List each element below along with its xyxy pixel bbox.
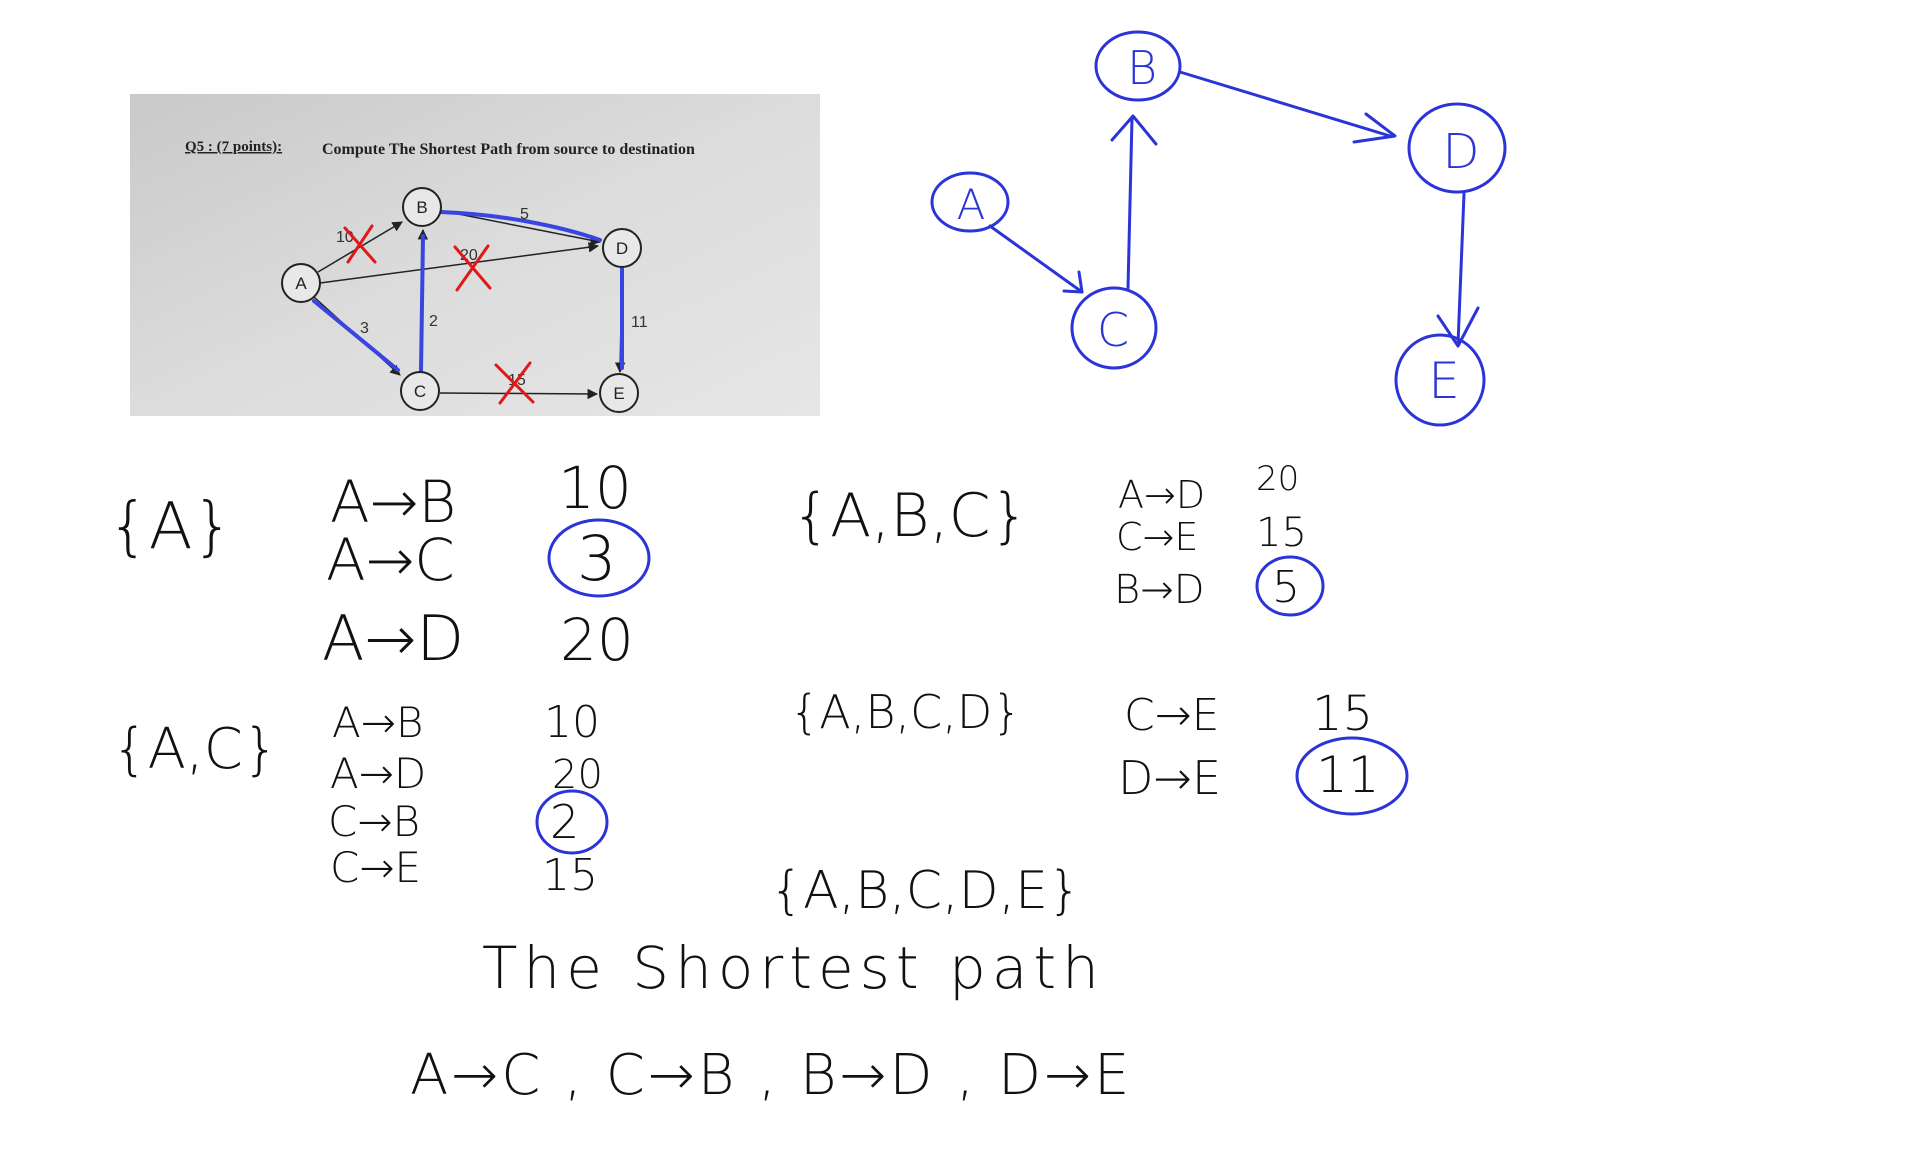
- drawn-node-a-label: A: [957, 180, 986, 229]
- step-2-row-1-edge: A→B: [332, 698, 423, 747]
- step-2-selected-circle: [535, 789, 609, 855]
- question-instruction: Compute The Shortest Path from source to…: [322, 141, 695, 158]
- step-2-row-3-cost: 2: [550, 795, 579, 849]
- step-1: {A} A→B 10 A→C 3 A→D 20: [108, 454, 651, 675]
- step-2-row-3-edge: C→B: [328, 797, 420, 846]
- drawn-node-b-circle: [1094, 30, 1182, 102]
- photo-weight-ac: 3: [360, 320, 369, 337]
- drawn-node-c-circle: [1070, 286, 1158, 370]
- photo-node-b: [402, 187, 442, 227]
- photo-weight-bd: 5: [520, 206, 529, 223]
- photo-node-e: [599, 373, 639, 413]
- step-4-selected-circle: [1295, 736, 1409, 816]
- step-4-row-1-cost: 15: [1312, 686, 1373, 742]
- photo-weight-de: 11: [631, 314, 648, 331]
- step-1-set: {A}: [108, 490, 233, 564]
- step-1-row-2-cost: 3: [577, 522, 616, 595]
- step-2-row-2-edge: A→D: [330, 749, 426, 798]
- photo-node-a: [281, 263, 321, 303]
- photo-weight-cb: 2: [429, 313, 438, 330]
- step-4-row-2-edge: D→E: [1118, 751, 1221, 805]
- photo-node-d: [602, 228, 642, 268]
- drawn-node-d-circle: [1407, 102, 1507, 194]
- question-number: Q5 : (7 points):: [185, 139, 282, 155]
- step-2-row-1-cost: 10: [544, 697, 600, 748]
- photo-node-a-label: A: [295, 274, 307, 293]
- drawn-graph: B A C D E: [930, 30, 1507, 427]
- photo-node-b-label: B: [416, 198, 427, 217]
- result: The Shortest path A→C , C→B , B→D , D→E: [410, 934, 1132, 1108]
- step-5: {A,B,C,D,E}: [770, 861, 1081, 921]
- question-photo: Q5 : (7 points): Compute The Shortest Pa…: [130, 94, 820, 416]
- step-2-set: {A,C}: [112, 717, 278, 782]
- step-4: {A,B,C,D} C→E 15 D→E 11: [790, 685, 1409, 816]
- step-3-row-1-cost: 20: [1256, 459, 1299, 499]
- drawn-edge-ac: [988, 224, 1084, 294]
- drawn-node-c-label: C: [1097, 303, 1129, 357]
- photo-node-c: [400, 371, 440, 411]
- photo-background: [130, 94, 820, 416]
- step-3-row-2-cost: 15: [1256, 510, 1307, 556]
- photo-cross-marks: [343, 224, 535, 405]
- result-path: A→C , C→B , B→D , D→E: [410, 1043, 1132, 1108]
- step-1-row-2-edge: A→C: [326, 526, 455, 594]
- step-2-row-4-edge: C→E: [330, 843, 421, 892]
- step-3-row-2-edge: C→E: [1116, 515, 1198, 559]
- step-3-row-1-edge: A→D: [1118, 473, 1205, 517]
- step-3-row-3-cost: 5: [1272, 562, 1300, 613]
- result-heading: The Shortest path: [482, 934, 1105, 1002]
- step-1-row-3-cost: 20: [560, 606, 634, 674]
- step-1-row-1-cost: 10: [558, 454, 632, 522]
- drawn-edge-bd: [1178, 70, 1397, 144]
- step-2: {A,C} A→B 10 A→D 20 C→B 2 C→E 15: [112, 697, 609, 901]
- step-3-row-3-edge: B→D: [1114, 567, 1205, 613]
- step-4-row-1-edge: C→E: [1124, 690, 1219, 741]
- step-3-selected-circle: [1255, 555, 1325, 617]
- step-4-set: {A,B,C,D}: [790, 685, 1022, 739]
- drawn-node-d-label: D: [1443, 124, 1480, 180]
- step-3: {A,B,C} A→D 20 C→E 15 B→D 5: [792, 459, 1325, 617]
- photo-highlights: [312, 210, 624, 374]
- photo-node-e-label: E: [613, 384, 624, 403]
- drawn-node-e-label: E: [1428, 352, 1460, 410]
- drawn-node-a-circle: [930, 171, 1010, 233]
- photo-edge-ce: [439, 388, 599, 400]
- step-3-set: {A,B,C}: [792, 481, 1029, 551]
- photo-edge-ad: [319, 242, 600, 284]
- photo-weight-ab: 10: [336, 229, 354, 246]
- drawn-node-b-label: B: [1127, 41, 1157, 95]
- photo-node-d-label: D: [616, 239, 628, 258]
- step-4-row-2-cost: 11: [1316, 746, 1380, 804]
- drawn-node-e-circle: [1394, 333, 1486, 427]
- step-2-row-4-cost: 15: [542, 850, 598, 901]
- step-1-row-1-edge: A→B: [330, 468, 456, 536]
- drawn-edge-cb: [1110, 114, 1158, 290]
- drawn-edge-de: [1436, 192, 1480, 348]
- step-1-selected-circle: [547, 518, 651, 598]
- step-1-row-3-edge: A→D: [322, 602, 464, 675]
- step-5-set: {A,B,C,D,E}: [770, 861, 1081, 921]
- photo-node-c-label: C: [414, 382, 426, 401]
